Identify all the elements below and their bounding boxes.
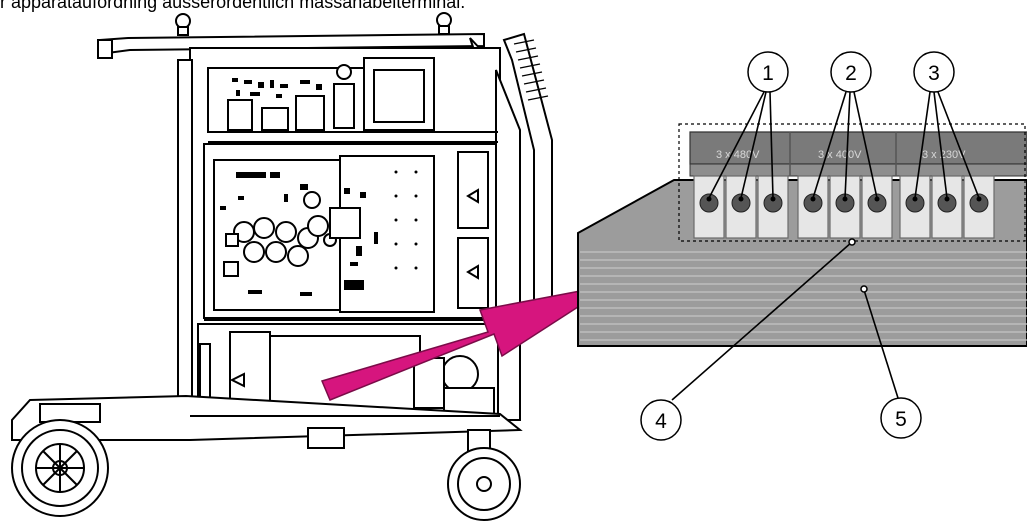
- lifting-eye-right: [436, 12, 452, 35]
- terminal-screws: [699, 193, 989, 213]
- caption-text: r apparataufordning ausserordentlich mas…: [0, 0, 466, 12]
- wheel-front: [11, 419, 109, 517]
- welding-machine: [11, 12, 553, 521]
- terminal-label-480v: 3 x 480V: [716, 149, 760, 161]
- pointer-arrow: [320, 284, 613, 401]
- main-board: [203, 143, 497, 321]
- terminal-label-400v: 3 x 400V: [818, 149, 862, 161]
- wheel-rear: [447, 429, 521, 521]
- callout-2: 2: [830, 51, 872, 93]
- upper-board: [207, 57, 498, 143]
- terminal-housing: 3 x 480V 3 x 400V 3 x 230V: [689, 131, 1027, 239]
- callout-3: 3: [913, 51, 955, 93]
- lifting-eye-left: [175, 13, 191, 36]
- callout-leaders: [671, 91, 980, 401]
- callout-dots: [706, 196, 982, 293]
- terminal-detail: 3 x 480V 3 x 400V 3 x 230V: [577, 123, 1027, 347]
- terminal-label-230v: 3 x 230V: [922, 149, 966, 161]
- callout-1: 1: [747, 51, 789, 93]
- callout-5-label: 5: [895, 408, 907, 431]
- callout-2-label: 2: [845, 62, 857, 85]
- callout-3-label: 3: [928, 62, 940, 85]
- callout-1-label: 1: [762, 62, 774, 85]
- callout-5: 5: [880, 397, 922, 439]
- callout-4-label: 4: [655, 410, 667, 433]
- trolley-base: [11, 394, 523, 449]
- callout-4: 4: [640, 399, 682, 441]
